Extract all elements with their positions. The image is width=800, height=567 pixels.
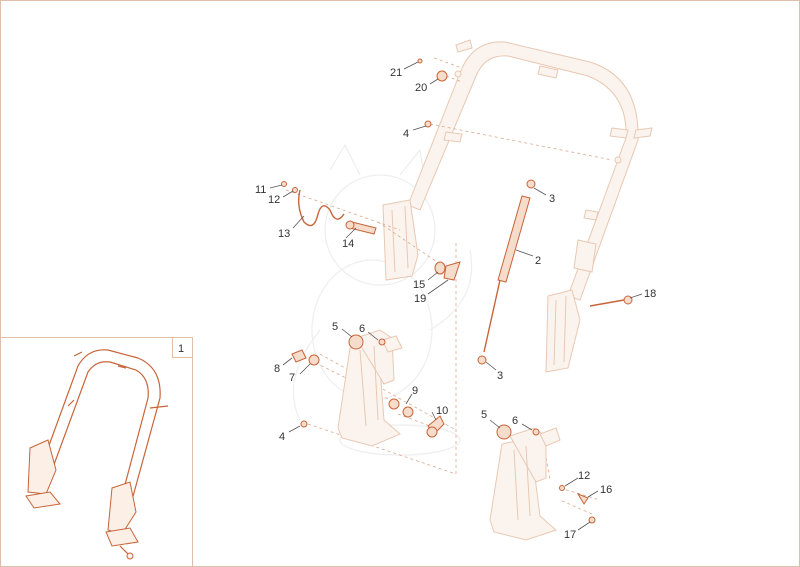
callout-2: 2 [535,255,541,267]
inset-label: 1 [178,343,184,355]
callout-16: 16 [600,484,612,496]
callout-6-right: 6 [512,415,518,427]
inset-right-base [105,527,139,547]
callout-21: 21 [390,67,402,79]
screw-21-icon [417,58,423,64]
cap-5-right-icon [496,424,512,440]
right-base-mount [489,427,561,541]
callout-8: 8 [274,363,280,375]
callout-9: 9 [412,385,418,397]
callout-4-bottom: 4 [279,431,285,443]
callout-5-right: 5 [481,409,487,421]
washer-9a-icon [388,398,400,410]
washer-12-icon [292,187,298,193]
screw-16-icon [576,492,589,505]
lanyard-chain [297,189,345,227]
cap-5-left-icon [348,334,364,350]
callout-19: 19 [414,293,426,305]
nut-4-top-icon [424,120,432,128]
callout-labels: 21 20 4 3 2 11 12 13 14 15 19 18 5 6 8 7… [255,67,656,541]
callout-leaders [269,61,643,531]
callout-12-right: 12 [578,470,590,482]
nut-17-icon [588,516,596,524]
callout-12-left: 12 [268,194,280,206]
nut-6-left-icon [378,338,386,346]
callout-13: 13 [278,228,290,240]
left-base-mount [337,329,403,447]
locking-pin [345,220,377,235]
callout-14: 14 [342,238,354,250]
screw-11-icon [281,181,287,187]
gas-strut [477,179,536,365]
callout-10: 10 [436,405,448,417]
callout-3-top: 3 [549,193,555,205]
callout-3-bottom: 3 [497,370,503,382]
pull-cable [589,295,633,307]
inset-frame [0,337,193,567]
callout-6-left: 6 [359,323,365,335]
callout-17: 17 [564,529,576,541]
inset-overview: 1 [0,337,193,567]
callout-15: 15 [413,279,425,291]
callout-11: 11 [255,184,266,196]
washer-7-icon [308,354,320,366]
bolt-10-icon [426,415,445,438]
callout-18: 18 [644,288,656,300]
washer-9b-icon [402,406,414,418]
nut-4-bottom-icon [300,420,308,428]
nut-6-right-icon [532,428,540,436]
spring-clip [434,261,461,281]
callout-20: 20 [415,82,427,94]
inset-roll-bar [39,349,161,501]
inset-left-base [25,491,61,509]
roll-bar-frame [382,39,653,373]
inset-label-box [172,337,193,358]
nut-8-icon [291,349,307,363]
cap-20-icon [436,70,448,82]
callout-4-top: 4 [403,128,409,140]
washer-12-right-icon [559,485,565,491]
callout-7: 7 [289,372,295,384]
callout-5-left: 5 [332,321,338,333]
